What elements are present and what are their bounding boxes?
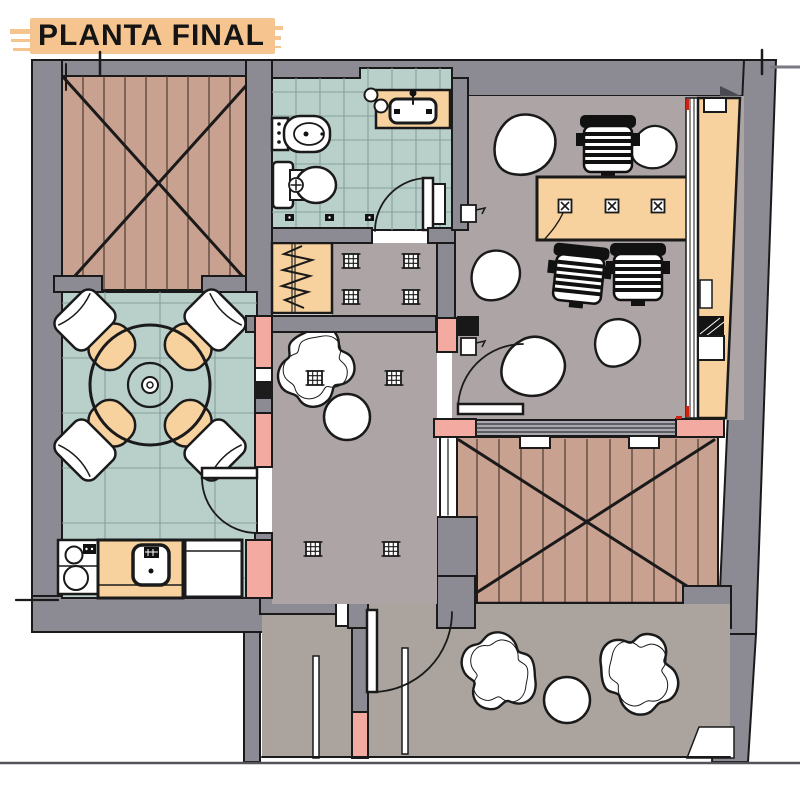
- office-deck-window-band: [433, 416, 725, 438]
- desk-grommet: [557, 198, 573, 214]
- terrace-deck-top-left: [53, 63, 256, 293]
- floor-light-symbol: [400, 289, 422, 305]
- patio-deck-wall-block: [436, 575, 476, 629]
- red-mark: [676, 416, 682, 419]
- dining-door-swing: [201, 477, 258, 534]
- soap-dish: [363, 87, 379, 103]
- red-mark: [686, 99, 689, 110]
- pouf: [493, 113, 557, 177]
- kitchen-bottom-wall: [31, 595, 271, 633]
- dining-door-leaf: [200, 466, 259, 480]
- window-sill-mark: [519, 435, 551, 449]
- central-hall: [268, 241, 437, 604]
- title-highlight: PLANTA FINAL: [10, 18, 283, 54]
- hall-top-wall: [245, 315, 437, 333]
- page-title: PLANTA FINAL: [38, 19, 265, 52]
- partition-segment: [436, 317, 458, 353]
- left-wall: [31, 59, 63, 611]
- office-door-swing: [457, 343, 524, 410]
- red-mark: [686, 406, 689, 417]
- deck-bathroom-wall: [245, 59, 273, 317]
- floor-light-symbol: [302, 541, 324, 557]
- partition-segment: [254, 315, 273, 369]
- floor-light-symbol: [383, 370, 405, 386]
- floor-light-symbol: [340, 253, 362, 269]
- window-sill-mark: [628, 435, 660, 449]
- bidet: [270, 114, 332, 154]
- deck-planks: [82, 76, 231, 290]
- floor-light-symbol: [400, 253, 422, 269]
- partition-segment: [675, 418, 725, 438]
- hall-stepping-stone: [322, 392, 372, 442]
- patio-divider-wall: [351, 627, 369, 713]
- deck-pier-left: [53, 275, 103, 293]
- office-chair: [574, 113, 642, 180]
- office-chair: [604, 241, 672, 308]
- bathroom-bottom-wall: [427, 227, 456, 244]
- patio-stepping-stone: [542, 675, 592, 725]
- stove: [56, 538, 100, 596]
- patio-screen: [312, 655, 320, 759]
- partition-segment: [433, 418, 477, 438]
- deck-cross-bracing: [62, 76, 255, 290]
- bathroom-office-wall: [451, 77, 469, 231]
- kitchen-sink: [131, 543, 171, 587]
- exterior-walls: [14, 48, 800, 763]
- floor-light-symbol: [380, 541, 402, 557]
- bathroom-bottom-wall: [271, 227, 373, 244]
- soap-dish: [373, 98, 389, 114]
- dressing-office-wall: [436, 242, 456, 319]
- interior-walls: [245, 77, 479, 599]
- wardrobe-rail-zigzag: [278, 245, 316, 309]
- lower-left-wall: [243, 631, 261, 763]
- bathroom-door-leaf: [421, 176, 435, 232]
- bathroom-door-swing: [374, 177, 429, 232]
- floor-light-symbol: [340, 289, 362, 305]
- wall-window: [254, 367, 273, 383]
- round-dining-table: [53, 288, 247, 482]
- floor-drains: [285, 214, 374, 221]
- wall-core: [256, 383, 271, 399]
- office-door-leaf: [456, 402, 525, 416]
- deck2-cross-bracing: [457, 438, 717, 606]
- desk-cable: [543, 212, 564, 241]
- window-counter: [685, 96, 742, 420]
- closet: [270, 241, 334, 315]
- kitchen: [56, 538, 244, 600]
- patio-divider-partition: [351, 711, 369, 759]
- bathroom: [270, 67, 453, 232]
- dining-door: [200, 466, 259, 534]
- window-mullion: [685, 97, 699, 419]
- office-studio: [456, 96, 742, 420]
- wall-core: [457, 316, 479, 336]
- patio-door-swing: [371, 611, 453, 693]
- wood-deck-bottom-right: [436, 435, 732, 629]
- kitchen-sink-counter: [96, 538, 185, 600]
- desk-grommet: [604, 198, 620, 214]
- toilet: [271, 160, 338, 210]
- floor-light-symbol: [304, 370, 326, 386]
- patio-door-leaf: [365, 608, 379, 694]
- desk-grommet: [650, 198, 666, 214]
- partition-segment: [254, 412, 273, 468]
- patio-screen: [401, 647, 409, 755]
- patio: [259, 575, 735, 759]
- partition-pier: [245, 539, 273, 599]
- refrigerator: [183, 538, 244, 599]
